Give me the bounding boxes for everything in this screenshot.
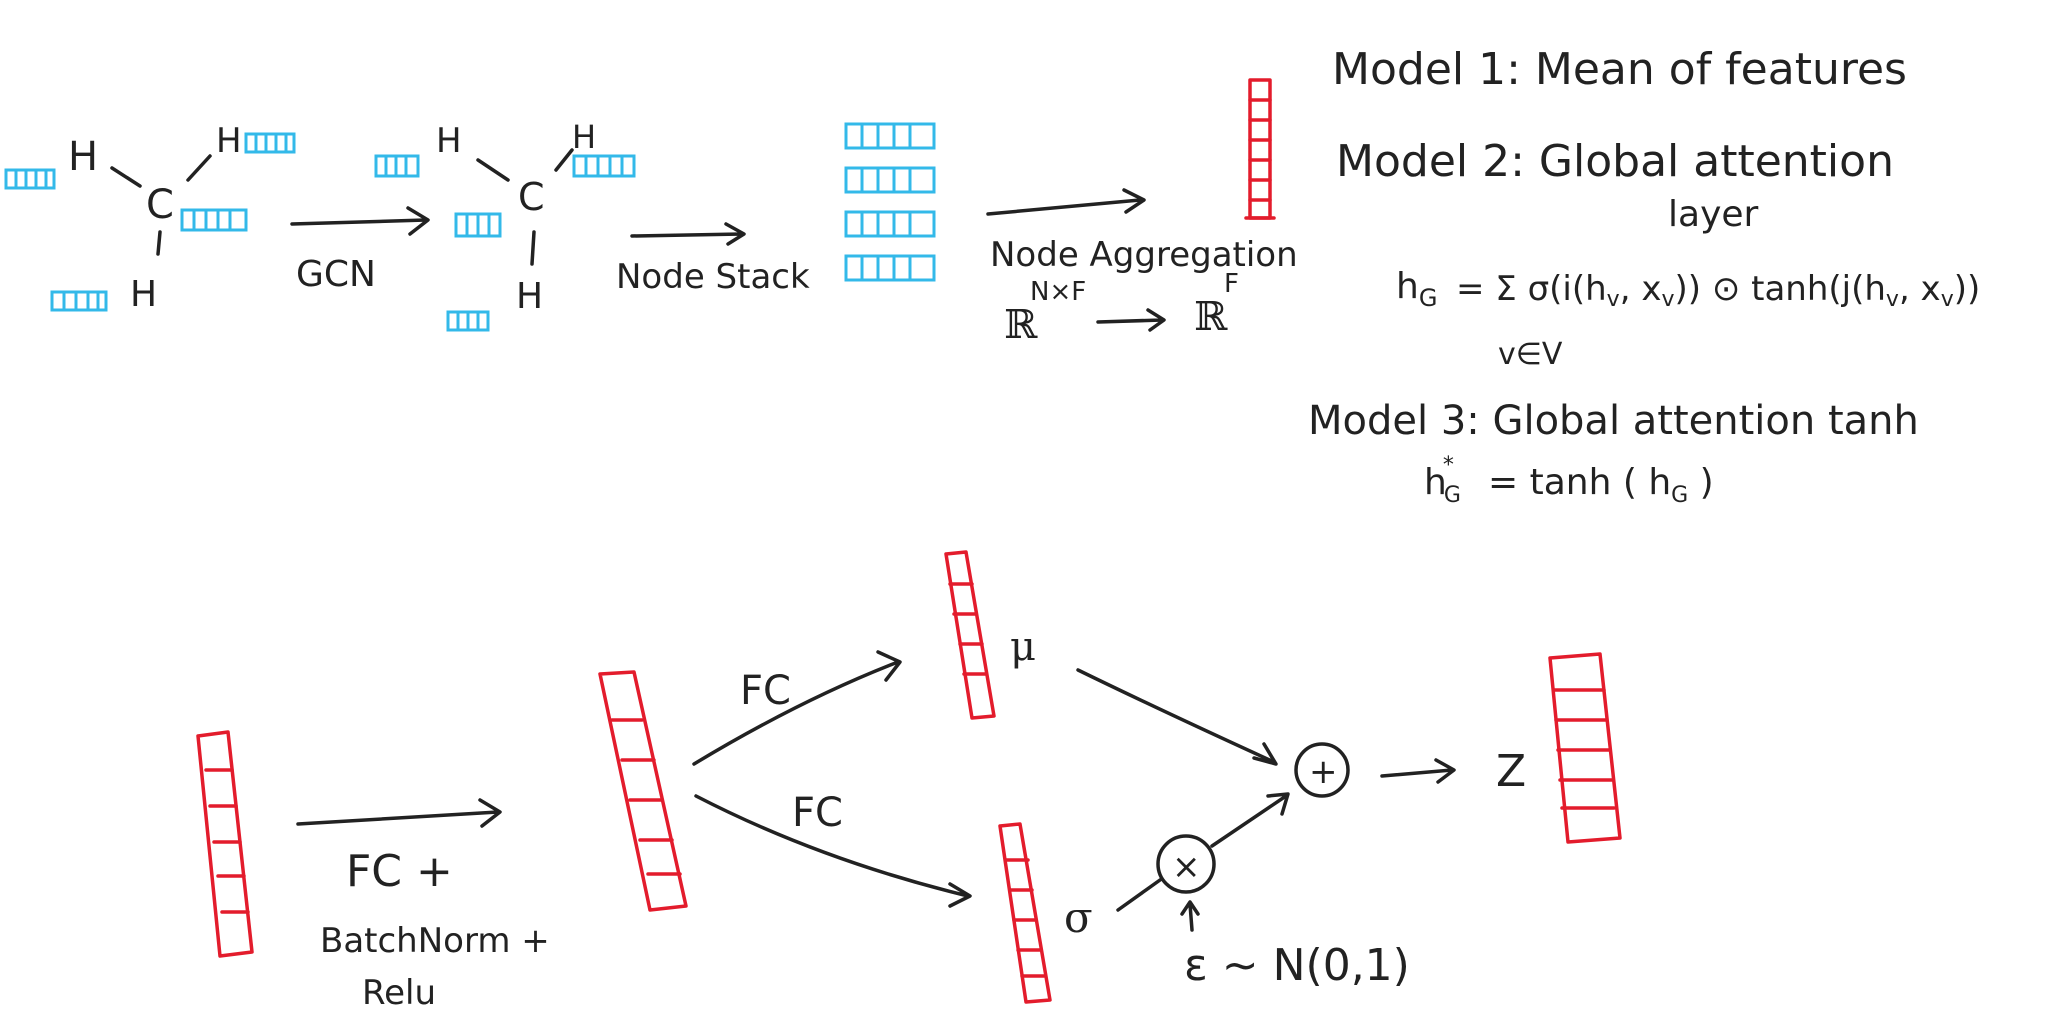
atom-h-top-left: H (68, 134, 98, 180)
model3-text: Model 3: Global attention tanh (1308, 398, 1919, 444)
atom-c: C (146, 182, 174, 228)
atom-h-top-right: H (216, 121, 242, 161)
plus-to-z-arrow (1380, 758, 1456, 784)
graph-embedding-vector (1244, 78, 1276, 220)
aggregation-arrow (986, 188, 1146, 216)
bond2-top-right (554, 148, 574, 172)
fc-sigma-label: FC (792, 790, 843, 836)
input-space-dims: N×F (1030, 277, 1086, 307)
model2-text-line1: Model 2: Global attention (1336, 136, 1894, 187)
stack-row-2 (844, 166, 936, 194)
atom-h-bottom: H (130, 274, 157, 315)
gcn-label: GCN (296, 254, 376, 295)
model2-formula: hG = Σ σ(i(hv, xv)) ⊙ tanh(j(hv, xv)) v∈… (1396, 266, 1980, 372)
sigma-symbol: σ (1064, 893, 1093, 942)
multiply-to-plus-arrow (1210, 792, 1290, 848)
encoder-hidden-vector (598, 670, 688, 912)
space-arrow (1096, 308, 1166, 332)
svg-text:= tanh ( hG ): = tanh ( hG ) (1488, 462, 1714, 508)
mu-symbol: μ (1010, 624, 1036, 670)
svg-text:hG: hG (1396, 266, 1437, 312)
encoder-input-vector (196, 730, 254, 958)
model3-formula: h*G = tanh ( hG ) (1424, 453, 1714, 508)
gcn-arrow (290, 206, 430, 236)
molecule-after-gcn: H H C H (374, 118, 636, 332)
fc-bn-label-line2: BatchNorm + (320, 921, 550, 961)
model2-text-line2: layer (1668, 194, 1759, 235)
latent-z-vector (1548, 652, 1622, 844)
node-feature-2d (446, 310, 490, 332)
sigma-vector (998, 822, 1052, 1004)
output-space-dims: F (1224, 269, 1239, 299)
atom-c2: C (518, 175, 545, 219)
fc-mu-label: FC (740, 668, 791, 714)
bond-top-right (186, 154, 212, 182)
svg-text:= Σ σ(i(hv, xv)) ⊙ tanh(j(hv,: = Σ σ(i(hv, xv)) ⊙ tanh(j(hv, xv)) (1456, 269, 1980, 312)
fc-mu-arrow (692, 650, 902, 766)
svg-text:h*G: h*G (1424, 453, 1461, 508)
model2-sum-index: v∈V (1498, 337, 1563, 372)
node-stack-matrix (844, 122, 936, 282)
stack-row-1 (844, 122, 936, 150)
multiply-symbol: × (1172, 847, 1201, 887)
epsilon-label: ε ~ N(0,1) (1184, 940, 1410, 991)
model-descriptions: Model 1: Mean of features Model 2: Globa… (1308, 44, 1980, 508)
epsilon-arrow (1180, 900, 1200, 932)
node-stack-label: Node Stack (616, 257, 810, 297)
multiply-node (1156, 834, 1216, 894)
bond-bottom (156, 230, 162, 256)
fc-bn-label-line3: Relu (362, 973, 436, 1013)
atom-h2-top-left: H (436, 121, 462, 161)
node-feature-1c (180, 208, 248, 232)
mu-vector (944, 550, 996, 720)
molecule-input: H H C H (4, 121, 296, 315)
node-feature-1b (244, 132, 296, 154)
bond2-bottom (530, 230, 536, 266)
bond-top-left (110, 166, 142, 188)
fc-sigma-arrow (694, 794, 972, 908)
plus-node (1294, 742, 1350, 798)
atom-h2-top-right: H (572, 118, 596, 156)
node-feature-2c (454, 212, 502, 238)
fc-bn-label-line1: FC + (346, 846, 453, 897)
stack-row-4 (844, 254, 936, 282)
atom-h2-bottom: H (516, 276, 543, 317)
z-label: Z (1496, 746, 1526, 797)
node-feature-1d (50, 290, 108, 312)
aggregation-label: Node Aggregation (990, 235, 1298, 275)
mu-to-plus-arrow (1076, 668, 1278, 766)
node-feature-2a (374, 154, 420, 178)
node-feature-2b (572, 154, 636, 178)
sigma-to-multiply-line (1116, 878, 1162, 912)
output-space-symbol: ℝ (1194, 294, 1228, 340)
plus-symbol: + (1309, 752, 1338, 792)
node-feature-1a (4, 168, 56, 190)
bond2-top-left (476, 158, 510, 182)
model1-text: Model 1: Mean of features (1332, 44, 1907, 95)
node-stack-arrow (630, 222, 746, 246)
stack-row-3 (844, 210, 936, 238)
input-space-symbol: ℝ (1004, 302, 1038, 348)
fc-bn-arrow (296, 798, 502, 828)
